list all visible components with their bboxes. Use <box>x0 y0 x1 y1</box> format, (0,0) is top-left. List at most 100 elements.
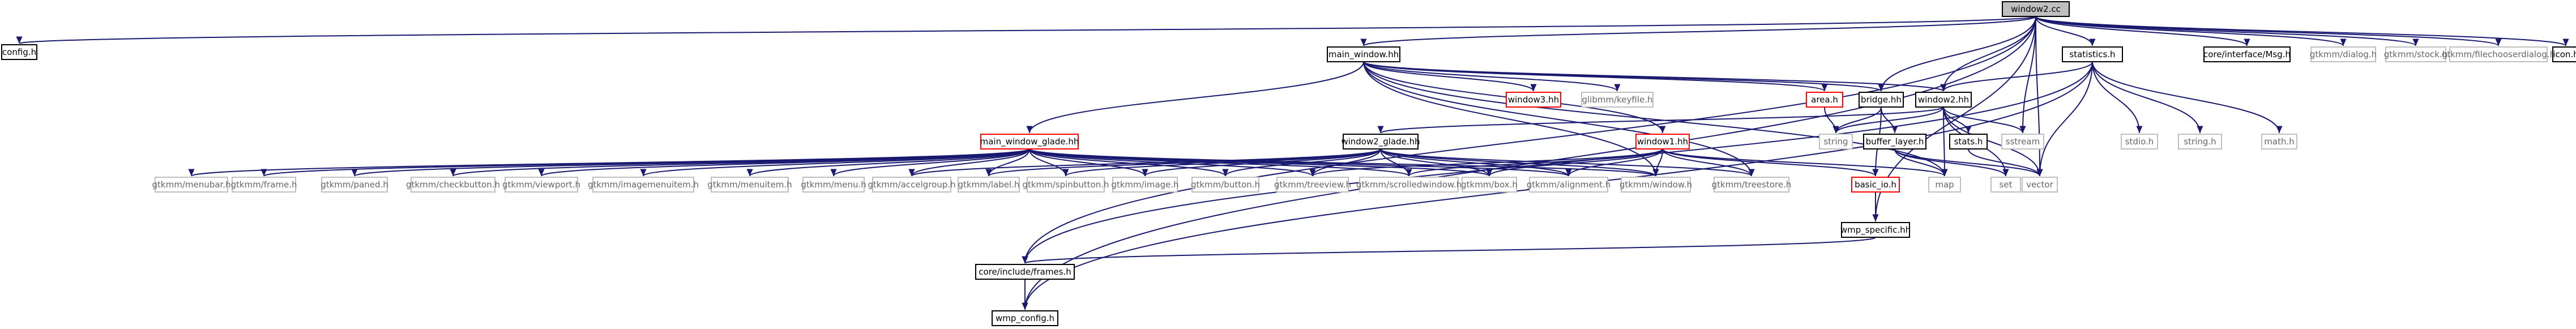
node-box <box>1529 177 1608 193</box>
node-box <box>1621 177 1691 193</box>
node-box <box>1859 92 1904 108</box>
node-math: math.h <box>2261 134 2297 149</box>
node-main-window[interactable]: main_window.hh <box>1327 46 1400 62</box>
edge-statistics-to-string-h <box>2092 61 2203 134</box>
edge-layer <box>17 16 2569 310</box>
edge-main-window-to-main-window-glade <box>1026 61 1364 134</box>
node-label: window2_glade.hh <box>1341 136 1420 147</box>
node-box <box>1027 177 1105 193</box>
node-label: gtkmm/stock.h <box>2384 49 2447 59</box>
node-box <box>1 44 37 60</box>
node-gtkmm-frame: gtkmm/frame.h <box>230 177 297 193</box>
node-label: stats.h <box>1954 136 1983 147</box>
node-box <box>992 310 1058 326</box>
edge-root-to-main-window <box>1361 16 2036 46</box>
node-label: basic_io.h <box>1855 180 1896 190</box>
edge-root-to-config <box>17 16 2036 44</box>
node-window2-hh[interactable]: window2.hh <box>1915 92 1972 108</box>
node-stdio: stdio.h <box>2121 134 2158 149</box>
node-window2-glade[interactable]: window2_glade.hh <box>1341 134 1420 149</box>
node-window1[interactable]: window1.hh <box>1635 134 1690 149</box>
edge-root-to-gtkmm-stock <box>2035 16 2419 46</box>
node-box <box>232 177 296 193</box>
node-gtkmm-viewport: gtkmm/viewport.h <box>502 177 580 193</box>
node-config[interactable]: config.h <box>1 44 37 60</box>
node-basic-io[interactable]: basic_io.h <box>1851 177 1900 193</box>
node-box <box>1863 134 1926 149</box>
node-label: gtkmm/viewport.h <box>502 180 580 190</box>
node-box <box>1819 134 1853 149</box>
edge-main-window-glade-to-gtkmm-image <box>1029 148 1148 177</box>
node-label: glibmm/keyfile.h <box>1582 95 1652 105</box>
node-wmp-config[interactable]: wmp_config.h <box>992 310 1058 326</box>
node-box <box>1343 134 1419 149</box>
node-gtkmm-stock: gtkmm/stock.h <box>2384 46 2447 62</box>
edge-buffer-layer-to-map <box>1894 148 1948 177</box>
node-label: gtkmm/menubar.h <box>152 180 231 190</box>
node-label: wmp_specific.hh <box>1840 225 1911 236</box>
node-statistics[interactable]: statistics.h <box>2062 46 2123 62</box>
node-stats[interactable]: stats.h <box>1949 134 1988 149</box>
edge-root-to-vector <box>2035 16 2043 177</box>
node-label: gtkmm/scrolledwindow.h <box>1356 180 1462 190</box>
node-gtkmm-dialog: gtkmm/dialog.h <box>2310 46 2377 62</box>
node-box <box>1928 177 1961 193</box>
node-label: area.h <box>1811 95 1838 105</box>
node-bridge[interactable]: bridge.hh <box>1859 92 1904 108</box>
node-gtkmm-spinbutton: gtkmm/spinbutton.h <box>1022 177 1109 193</box>
node-box <box>1806 92 1843 108</box>
node-wmp-specific[interactable]: wmp_specific.hh <box>1840 222 1911 238</box>
node-gtkmm-window: gtkmm/window.h <box>1620 177 1692 193</box>
node-box <box>1359 177 1459 193</box>
node-box <box>505 177 578 193</box>
node-label: config.h <box>2 47 36 57</box>
node-box <box>1851 177 1900 193</box>
node-buffer-layer[interactable]: buffer_layer.h <box>1863 134 1926 149</box>
node-main-window-glade[interactable]: main_window_glade.hh <box>980 134 1079 149</box>
node-box <box>2121 134 2158 149</box>
node-root[interactable]: window2.cc <box>2002 1 2070 17</box>
node-gtkmm-checkbutton: gtkmm/checkbutton.h <box>406 177 500 193</box>
node-box <box>958 177 1020 193</box>
edge-main-window-glade-to-gtkmm-viewport <box>538 148 1030 177</box>
node-box <box>2449 46 2548 62</box>
node-box <box>1949 134 1988 149</box>
edge-main-window-glade-to-gtkmm-imagemenuitem <box>640 148 1030 177</box>
node-window3[interactable]: window3.hh <box>1506 92 1561 108</box>
node-gtkmm-scrolledwindow: gtkmm/scrolledwindow.h <box>1356 177 1462 193</box>
node-icon[interactable]: icon.h <box>2552 46 2576 62</box>
node-gtkmm-button: gtkmm/button.h <box>1191 177 1260 193</box>
node-core-msg[interactable]: core/interface/Msg.h <box>2203 46 2291 62</box>
edge-main-window-to-gtkmm-treestore <box>1363 61 1755 177</box>
node-gtkmm-menubar: gtkmm/menubar.h <box>152 177 231 193</box>
edge-main-window-to-window3 <box>1363 61 1537 92</box>
edge-window2-glade-to-gtkmm-spinbutton <box>1062 148 1381 177</box>
node-box <box>592 177 694 193</box>
node-box <box>411 177 495 193</box>
edge-stats-to-vector <box>1968 148 2043 177</box>
node-box <box>1191 177 1259 193</box>
node-set: set <box>1990 177 2021 193</box>
node-gtkmm-alignment: gtkmm/alignment.h <box>1527 177 1610 193</box>
edge-statistics-to-window2-hh <box>1940 61 2093 92</box>
edge-main-window-to-window2-hh <box>1363 61 1947 92</box>
node-label: gtkmm/button.h <box>1191 180 1260 190</box>
node-label: gtkmm/filechooserdialog.h <box>2442 49 2555 59</box>
node-core-frames[interactable]: core/include/frames.h <box>975 264 1075 280</box>
node-box <box>711 177 789 193</box>
node-area[interactable]: area.h <box>1806 92 1843 108</box>
node-label: main_window.hh <box>1328 49 1399 60</box>
edge-main-window-glade-to-gtkmm-menuitem <box>746 148 1030 177</box>
node-label: gtkmm/window.h <box>1620 180 1692 190</box>
edge-main-window-to-map <box>1363 61 1948 177</box>
edge-window1-to-basic-io <box>1662 148 1879 177</box>
node-glibmm-keyfile: glibmm/keyfile.h <box>1581 92 1654 108</box>
node-box <box>1112 177 1178 193</box>
edge-buffer-layer-to-set <box>1894 148 2009 177</box>
edge-window2-hh-to-window2-glade <box>1377 106 1944 134</box>
node-label: gtkmm/label.h <box>958 180 1020 190</box>
edge-root-to-core-frames <box>1022 16 2036 264</box>
node-gtkmm-label: gtkmm/label.h <box>958 177 1020 193</box>
node-box <box>980 134 1079 149</box>
